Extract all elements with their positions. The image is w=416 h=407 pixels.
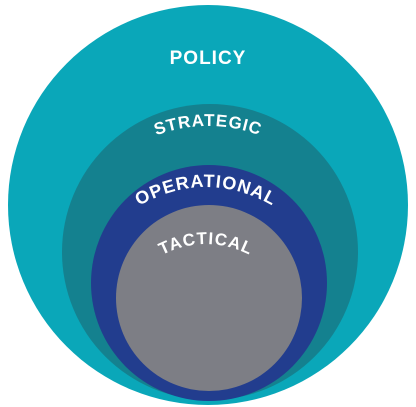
tactical-circle [116,205,302,391]
policy-label: POLICY [170,48,247,69]
